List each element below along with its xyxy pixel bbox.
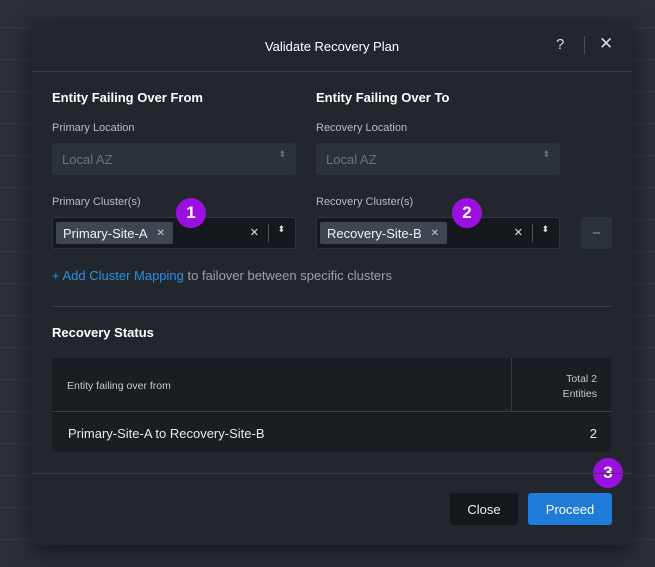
modal-header: Validate Recovery Plan ? ✕ (32, 21, 632, 72)
tag-label: Primary-Site-A (63, 225, 148, 241)
select-arrows-icon: ⬍ (278, 149, 286, 159)
primary-cluster-label: Primary Cluster(s) (52, 196, 141, 208)
recovery-status-table: Entity failing over from Total 2 Entitie… (52, 358, 611, 452)
modal-title: Validate Recovery Plan (264, 39, 400, 54)
validate-recovery-plan-modal: Validate Recovery Plan ? ✕ Entity Failin… (32, 21, 632, 545)
select-arrows-icon[interactable]: ⬍ (541, 224, 549, 234)
footer-divider (32, 473, 632, 474)
to-section-title: Entity Failing Over To (316, 90, 450, 105)
column-header-total-line2: Entities (562, 388, 597, 400)
step-badge-2: 2 (452, 198, 482, 228)
section-divider (52, 306, 612, 307)
tag-label: Recovery-Site-B (327, 225, 422, 241)
table-header: Entity failing over from Total 2 Entitie… (52, 358, 611, 412)
column-header-total-cell: Total 2 Entities (511, 358, 611, 412)
clear-selection-icon[interactable]: ✕ (249, 227, 259, 239)
add-cluster-mapping: + Add Cluster Mapping to failover betwee… (52, 268, 392, 283)
help-icon[interactable]: ? (556, 36, 565, 53)
clear-selection-icon[interactable]: ✕ (513, 227, 523, 239)
recovery-cluster-select[interactable]: Recovery-Site-B ✕ ✕ ⬍ (316, 217, 560, 249)
recovery-cluster-tag: Recovery-Site-B ✕ (320, 222, 448, 244)
primary-cluster-select[interactable]: Primary-Site-A ✕ ✕ ⬍ (52, 217, 296, 249)
header-divider (584, 36, 585, 54)
recovery-status-title: Recovery Status (52, 325, 154, 340)
primary-cluster-tag: Primary-Site-A ✕ (56, 222, 173, 244)
primary-location-label: Primary Location (52, 122, 135, 134)
table-row-entity: Primary-Site-A to Recovery-Site-B (68, 426, 265, 441)
recovery-location-label: Recovery Location (316, 122, 408, 134)
recovery-location-select: Local AZ ⬍ (316, 143, 560, 175)
remove-mapping-button[interactable]: − (581, 217, 612, 249)
select-arrows-icon: ⬍ (542, 149, 550, 159)
column-header-total-line1: Total 2 (566, 373, 597, 385)
close-button[interactable]: Close (450, 493, 518, 525)
table-row-total: 2 (589, 426, 597, 441)
add-cluster-mapping-link[interactable]: + Add Cluster Mapping (52, 268, 184, 283)
column-header-total: Total 2 Entities (563, 372, 597, 402)
select-divider (268, 224, 269, 242)
recovery-location-value: Local AZ (326, 152, 377, 167)
proceed-button[interactable]: Proceed (528, 493, 612, 525)
tag-remove-icon[interactable]: ✕ (430, 227, 440, 239)
step-badge-1: 1 (176, 198, 206, 228)
select-arrows-icon[interactable]: ⬍ (277, 224, 285, 234)
column-header-entity: Entity failing over from (67, 380, 171, 392)
primary-location-select: Local AZ ⬍ (52, 143, 296, 175)
close-icon[interactable]: ✕ (599, 34, 614, 53)
add-cluster-mapping-hint: to failover between specific clusters (183, 268, 393, 283)
primary-location-value: Local AZ (62, 152, 113, 167)
select-divider (532, 224, 533, 242)
tag-remove-icon[interactable]: ✕ (156, 227, 165, 239)
recovery-cluster-label: Recovery Cluster(s) (316, 196, 414, 208)
from-section-title: Entity Failing Over From (52, 90, 203, 105)
